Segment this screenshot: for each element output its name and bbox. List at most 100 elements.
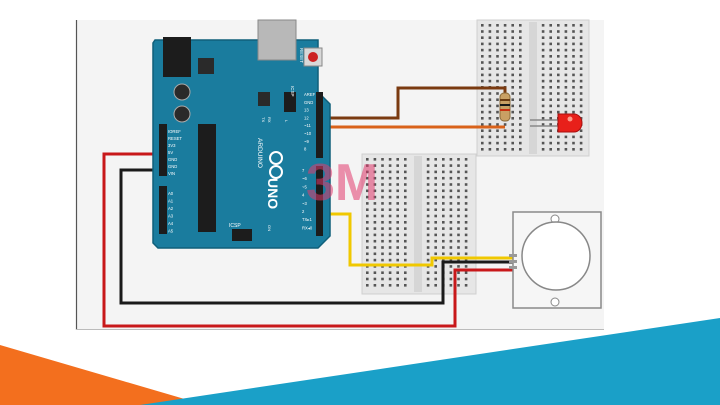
breadboard-hole: [388, 258, 392, 262]
breadboard-hole: [388, 221, 392, 224]
breadboard-hole: [457, 170, 460, 174]
breadboard-hole: [579, 48, 583, 52]
breadboard-hole: [519, 92, 522, 95]
breadboard-hole: [464, 265, 468, 268]
breadboard-hole: [564, 135, 568, 139]
breadboard-hole: [541, 92, 545, 95]
breadboard-hole: [511, 55, 514, 58]
breadboard-hole: [579, 55, 583, 58]
breadboard-hole: [541, 36, 545, 39]
breadboard-hole: [549, 141, 552, 145]
breadboard-hole: [396, 284, 399, 287]
breadboard-hole: [511, 148, 514, 151]
breadboard-hole: [381, 183, 384, 186]
breadboard-hole: [449, 202, 453, 205]
breadboard-hole: [366, 277, 369, 281]
breadboard-hole: [404, 214, 407, 218]
breadboard-hole: [549, 73, 552, 77]
breadboard-hole: [434, 227, 437, 230]
breadboard-hole: [496, 129, 499, 132]
breadboard-hole: [457, 189, 460, 193]
breadboard-hole: [434, 176, 437, 180]
breadboard-hole: [366, 202, 369, 205]
breadboard-hole: [572, 61, 575, 64]
breadboard-hole: [457, 271, 460, 274]
wire-black-gnd: [119, 168, 513, 305]
breadboard-hole: [373, 221, 377, 224]
breadboard-hole: [541, 73, 545, 77]
digital-header-lower: [316, 166, 323, 236]
breadboard-hole: [404, 202, 407, 205]
breadboard-hole: [511, 141, 514, 145]
pin-label: ~9: [304, 139, 309, 144]
breadboard-hole: [366, 158, 369, 161]
breadboard-hole: [488, 30, 492, 33]
breadboard-hole: [457, 258, 460, 262]
board-model-label: UNO: [265, 178, 281, 209]
breadboard-hole: [434, 208, 437, 211]
breadboard-hole: [366, 246, 369, 249]
breadboard-hole: [442, 246, 445, 249]
breadboard-hole: [426, 176, 430, 180]
wire-yellow-signal: [318, 212, 513, 267]
pin-label: TX▸1: [302, 217, 312, 222]
breadboard-hole: [381, 258, 384, 262]
breadboard-hole: [388, 195, 392, 199]
breadboard-bottom: [361, 153, 477, 295]
breadboard-hole: [464, 271, 468, 274]
breadboard-hole: [557, 98, 560, 101]
breadboard-hole: [366, 189, 369, 193]
breadboard-hole: [564, 86, 568, 89]
breadboard-hole: [549, 36, 552, 39]
breadboard-hole: [503, 42, 507, 46]
breadboard-hole: [549, 117, 552, 120]
breadboard-hole: [511, 92, 514, 95]
breadboard-hole: [396, 252, 399, 256]
breadboard-hole: [373, 271, 377, 274]
breadboard-hole: [496, 110, 499, 114]
breadboard-hole: [426, 227, 430, 230]
breadboard-hole: [579, 79, 583, 83]
breadboard-hole: [564, 110, 568, 114]
breadboard-hole: [572, 148, 575, 151]
pin-label: ~6: [302, 176, 307, 181]
breadboard-hole: [572, 67, 575, 70]
breadboard-hole: [396, 176, 399, 180]
breadboard-hole: [381, 189, 384, 193]
breadboard-hole: [549, 98, 552, 101]
pin-label: RX◂0: [302, 225, 313, 230]
breadboard-hole: [404, 227, 407, 230]
breadboard-hole: [381, 252, 384, 256]
breadboard-hole: [464, 252, 468, 256]
breadboard-hole: [449, 271, 453, 274]
reset-label: RESET: [299, 48, 304, 63]
breadboard-hole: [579, 61, 583, 64]
breadboard-hole: [488, 117, 492, 120]
pin-label: 5V: [168, 150, 173, 155]
breadboard-hole: [579, 104, 583, 108]
breadboard-hole: [388, 158, 392, 161]
breadboard-hole: [426, 183, 430, 186]
breadboard-bottom-holes: [366, 158, 468, 287]
breadboard-hole: [449, 246, 453, 249]
breadboard-hole: [549, 79, 552, 83]
breadboard-hole: [564, 104, 568, 108]
breadboard-hole: [488, 141, 492, 145]
breadboard-hole: [426, 214, 430, 218]
on-led-label: ON: [267, 225, 272, 231]
breadboard-hole: [449, 252, 453, 256]
breadboard-hole: [481, 42, 484, 46]
breadboard-hole: [434, 239, 437, 243]
breadboard-hole: [549, 104, 552, 108]
breadboard-hole: [464, 176, 468, 180]
breadboard-hole: [381, 221, 384, 224]
breadboard-hole: [496, 117, 499, 120]
breadboard-hole: [503, 141, 507, 145]
breadboard-top-holes: [481, 24, 583, 151]
breadboard-hole: [579, 30, 583, 33]
breadboard-hole: [457, 164, 460, 167]
breadboard-hole: [449, 239, 453, 243]
breadboard-hole: [434, 214, 437, 218]
breadboard-hole: [541, 67, 545, 70]
